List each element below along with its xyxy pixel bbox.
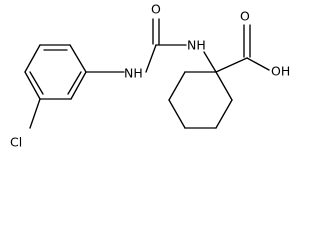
bond-ring-2: [69, 44, 87, 73]
bond-acid-c-oh: [246, 57, 270, 71]
cyclohexane-ring: [168, 71, 233, 129]
bond-quaternary-c-acid-c: [215, 57, 248, 73]
cyclo-nh-atom-label: NH: [187, 38, 206, 53]
acid-oxygen-atom-label: O: [240, 9, 250, 24]
urea-oxygen-atom-label: O: [151, 2, 161, 17]
bond-ring-5: [24, 71, 41, 100]
aryl-nh-atom-label: NH: [124, 66, 143, 81]
bond-cyclo-5: [168, 71, 186, 101]
molecule-drawing: Cl NH O NH O OH: [10, 2, 290, 150]
bond-ring-inner-2: [67, 71, 82, 95]
bond-ring-6: [24, 44, 41, 73]
bond-ring-3: [70, 71, 87, 100]
bond-cyclo-1: [215, 71, 233, 101]
bond-cyclo-4: [168, 99, 186, 129]
benzene-ring: [24, 44, 87, 100]
bond-cyclo-2: [215, 99, 233, 129]
bond-nh-c-urea: [145, 44, 157, 73]
bond-nh-quaternary-c: [203, 51, 217, 73]
chemical-structure-diagram: Cl NH O NH O OH: [10, 1, 291, 150]
hydroxyl-atom-label: OH: [271, 64, 290, 79]
bond-c-cl: [29, 98, 41, 129]
bond-ring-inner-3: [29, 71, 44, 95]
chlorine-atom-label: Cl: [10, 135, 22, 150]
